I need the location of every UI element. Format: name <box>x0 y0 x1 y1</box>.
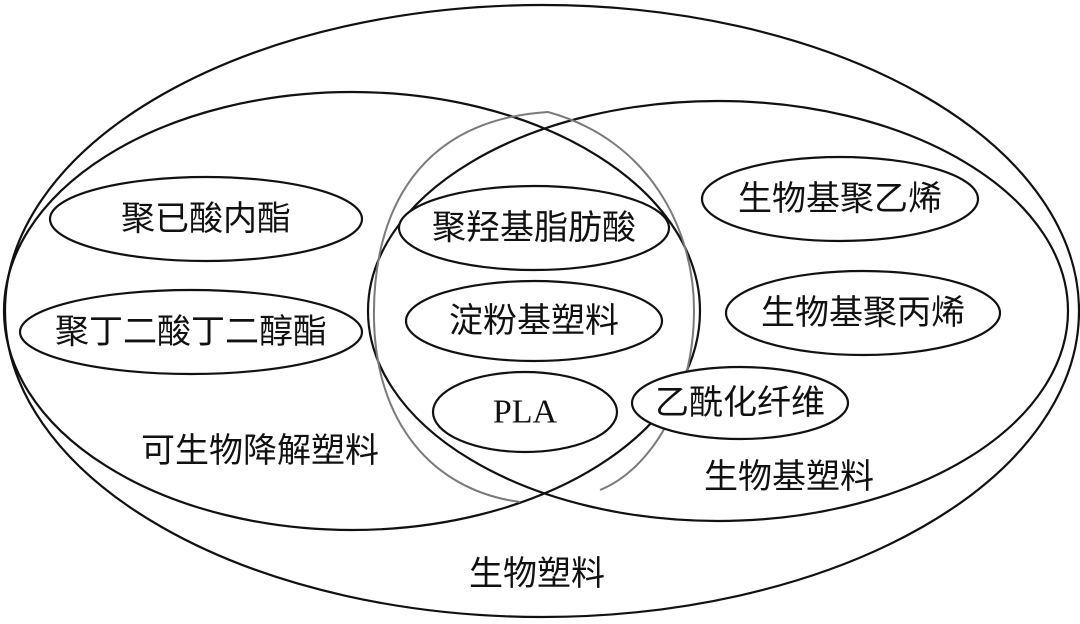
pill-pbs-label: 聚丁二酸丁二醇酯 <box>55 312 327 352</box>
label-bioplastics: 生物塑料 <box>469 554 605 594</box>
pill-bio-pe: 生物基聚乙烯 <box>700 155 980 243</box>
label-biodegradable: 可生物降解塑料 <box>141 431 379 471</box>
pill-bio-pp-label: 生物基聚丙烯 <box>761 293 965 333</box>
pill-pcl: 聚已酸内酯 <box>48 175 364 263</box>
pill-starch: 淀粉基塑料 <box>404 279 664 363</box>
pill-pha-label: 聚羟基脂肪酸 <box>432 208 636 248</box>
biodegradable-ellipse <box>2 90 702 532</box>
pill-pla: PLA <box>431 370 619 454</box>
pill-cellulose-acetate-label: 乙酰化纤维 <box>655 383 825 423</box>
pill-cellulose-acetate: 乙酰化纤维 <box>630 365 850 441</box>
pill-pla-label: PLA <box>493 394 558 431</box>
pill-bio-pp: 生物基聚丙烯 <box>724 269 1002 357</box>
pill-pha: 聚羟基脂肪酸 <box>397 184 671 272</box>
pill-pcl-label: 聚已酸内酯 <box>121 199 291 239</box>
label-biobased: 生物基塑料 <box>704 457 874 497</box>
pill-pbs: 聚丁二酸丁二醇酯 <box>18 288 364 376</box>
biobased-ellipse <box>366 99 1070 523</box>
pill-bio-pe-label: 生物基聚乙烯 <box>738 179 942 219</box>
pill-starch-label: 淀粉基塑料 <box>449 301 619 341</box>
intersection-boundary-arc-right <box>547 111 696 491</box>
intersection-boundary-arc <box>372 111 549 503</box>
